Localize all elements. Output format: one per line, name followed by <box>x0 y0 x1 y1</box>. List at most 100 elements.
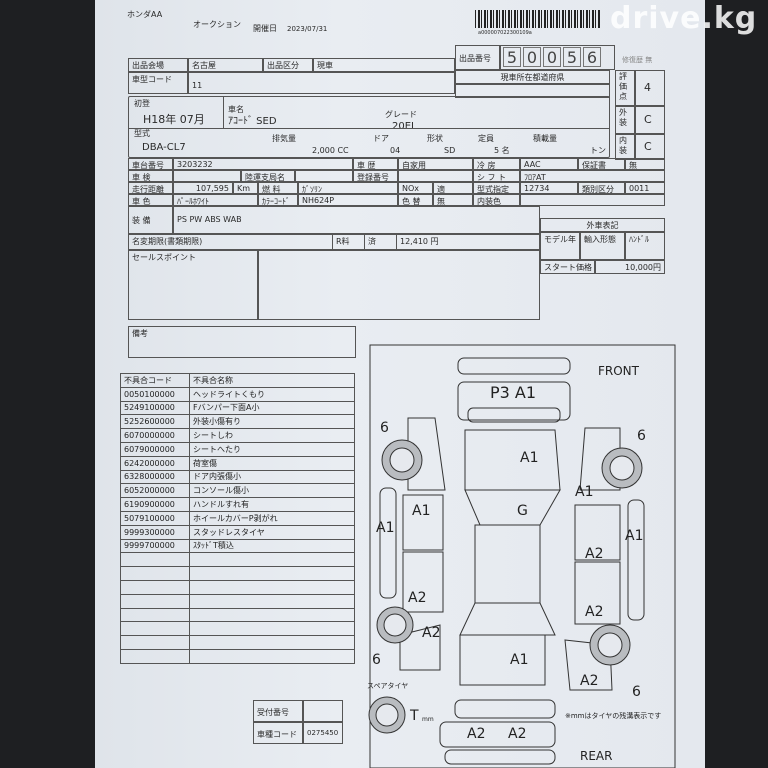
defect-code <box>120 579 190 595</box>
defect-name <box>189 566 355 581</box>
type-approval-value: 12734 <box>520 182 578 194</box>
mark-right-front-fender: A1 <box>575 484 593 500</box>
load-label: 積載量 <box>533 134 557 143</box>
defect-name: ヘッドライトくもり <box>189 386 355 402</box>
import-type-label: 輸入形態 <box>580 232 625 260</box>
defect-code: 5249100000 <box>120 400 190 416</box>
defect-row <box>120 593 355 609</box>
damage-diagram: FRONT P3 A1 A1 G A1 A1 A2 A2 A1 A1 A2 A2… <box>367 344 676 768</box>
interior-color-label: 内装色 <box>473 194 520 206</box>
lot-number-box <box>500 45 615 70</box>
exterior-score: C <box>635 106 665 134</box>
sales-point-label: セールスポイント <box>128 250 258 320</box>
rear-bumper-lower <box>444 749 556 765</box>
body-shape: SD <box>444 146 456 155</box>
interior-color-value <box>520 194 665 206</box>
fuel-value: ｶﾞｿﾘﾝ <box>298 182 398 194</box>
defect-name <box>189 552 355 568</box>
spare-label: スペアタイヤ <box>367 681 408 690</box>
warranty-value: 無 <box>625 158 665 170</box>
exterior-label: 外装 <box>615 106 635 134</box>
tread-spare: T <box>409 708 419 724</box>
shape-label: 形状 <box>427 134 443 143</box>
defect-code <box>120 552 190 568</box>
defect-name: 外装小傷有り <box>189 414 355 430</box>
defect-name: スタッドレスタイヤ <box>189 524 355 540</box>
front-label: FRONT <box>598 364 640 378</box>
interior-score: C <box>635 134 665 160</box>
defect-name <box>189 621 355 637</box>
name-header: 不具合名称 <box>189 373 355 388</box>
remarks-box: 備考 <box>128 326 356 358</box>
defect-name: コンソール傷小 <box>189 483 355 499</box>
mileage-unit: Km <box>233 182 258 194</box>
defect-code <box>120 635 190 650</box>
car-code-value: 0275450 <box>303 722 343 744</box>
mark-rear-bumper-left: A2 <box>467 726 485 742</box>
grille-outline <box>467 407 561 423</box>
mark-trunk: A1 <box>510 652 528 668</box>
equipment-label: 装 備 <box>128 206 173 234</box>
color-value: ﾊﾟｰﾙﾎﾜｲﾄ <box>173 194 258 206</box>
model-year-label: モデル年 <box>540 232 580 260</box>
defect-name: ドア内張傷小 <box>189 469 355 485</box>
defect-code <box>120 621 190 637</box>
repaint-value: 無 <box>433 194 473 206</box>
auction-house: ホンダAA <box>127 10 163 19</box>
capacity: 5 名 <box>494 146 510 155</box>
handle-label: ﾊﾝﾄﾞﾙ <box>625 232 665 260</box>
inspection-value <box>173 170 241 182</box>
model-label: 型式 <box>134 129 150 138</box>
color-code-label: ｶﾗｰｺｰﾄﾞ <box>258 194 298 206</box>
right-front-door <box>574 504 621 561</box>
mark-left-rear-door: A2 <box>408 590 426 606</box>
rear-bumper-outline <box>439 721 556 748</box>
tread-note: ※mmはタイヤの残溝表示です <box>565 711 661 720</box>
barcode <box>475 10 600 28</box>
defect-code: 9999700000 <box>120 538 190 554</box>
load-unit: トン <box>590 146 606 155</box>
office-value <box>295 170 353 182</box>
windshield-outline <box>464 489 561 526</box>
color-label: 車 色 <box>128 194 173 206</box>
model-code-label: 車型コード <box>128 72 188 94</box>
defect-code: 6079000000 <box>120 441 190 457</box>
tread-front-right: 6 <box>637 428 646 444</box>
mark-left-front-door: A1 <box>412 503 430 519</box>
mark-left-front-fender: A1 <box>376 520 394 536</box>
defect-row <box>120 621 355 637</box>
mark-right-sill: A1 <box>625 528 643 544</box>
fuel-label: 燃 料 <box>258 182 298 194</box>
nox-label: NOx <box>398 182 433 194</box>
defect-code <box>120 566 190 581</box>
grade-value: 20EL <box>392 121 417 132</box>
history-label: 車 歴 <box>353 158 398 170</box>
model-code-value: 11 <box>188 72 455 94</box>
mark-right-front-door: A2 <box>585 546 603 562</box>
defect-name <box>189 579 355 595</box>
equipment-value: PS PW ABS WAB <box>173 206 540 234</box>
model-value: DBA-CL7 <box>142 142 186 153</box>
lot-digit: 5 <box>563 47 581 67</box>
recycle-label: R料 <box>333 234 365 250</box>
type-approval-label: 型式指定 <box>473 182 520 194</box>
rear-window-outline <box>459 602 556 636</box>
defect-code: 6242000000 <box>120 455 190 471</box>
overall-score-label: 評価点 <box>615 70 635 106</box>
inspection-label: 車 検 <box>128 170 173 182</box>
front-bumper-outline <box>457 357 571 375</box>
name-change-label: 名変期限(書類期限) <box>128 234 333 250</box>
repaint-label: 色 替 <box>398 194 433 206</box>
defect-row <box>120 635 355 650</box>
mark-rear-bumper-right: A2 <box>508 726 526 742</box>
import-label: 外車表記 <box>540 218 665 232</box>
mark-right-rear-fender: A2 <box>580 673 598 689</box>
defect-code <box>120 607 190 623</box>
left-rear-door <box>402 551 444 613</box>
